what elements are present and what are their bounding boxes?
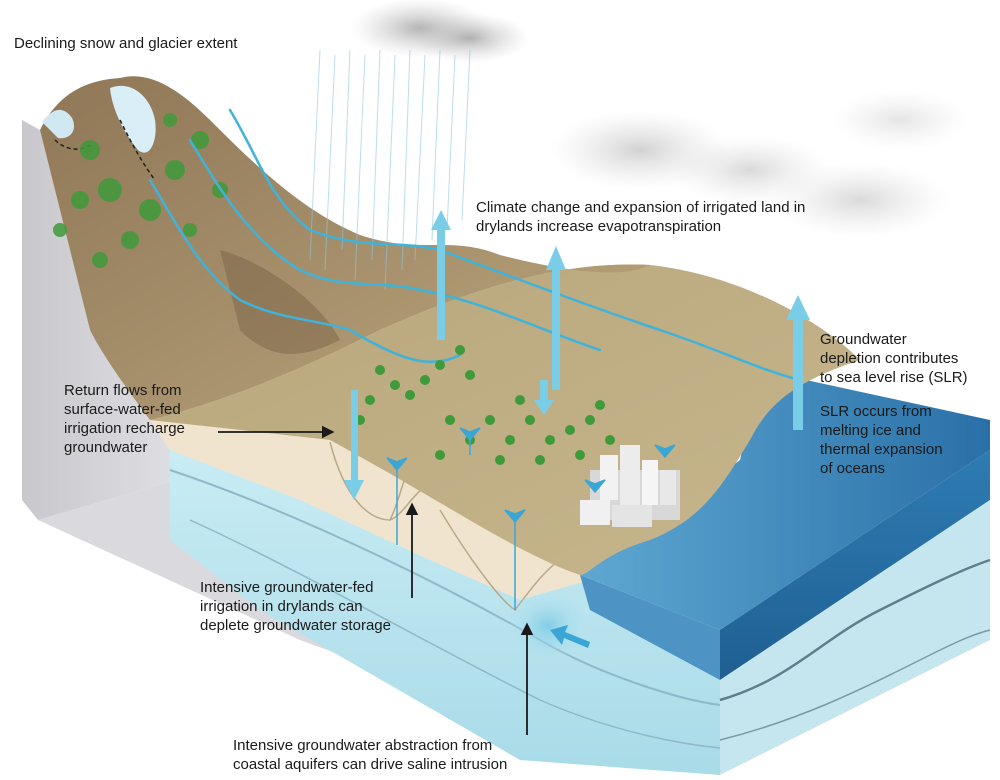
ocean-top: [580, 370, 990, 630]
label-snow-glacier: Declining snow and glacier extent: [14, 34, 237, 53]
seabed-wave-2: [719, 629, 991, 741]
label-line: groundwater: [64, 439, 148, 456]
label-gw-irrigation: Intensive groundwater-fed irrigation in d…: [200, 578, 391, 635]
mountain-vegetation: [53, 113, 228, 268]
label-line: Climate change and expansion of irrigate…: [476, 199, 806, 216]
label-line: Intensive groundwater abstraction from: [233, 737, 493, 754]
label-evapotranspiration: Climate change and expansion of irrigate…: [476, 198, 805, 236]
aquifer-block: [170, 445, 720, 775]
glacier: [42, 85, 156, 181]
aquifer-layer-line: [169, 469, 721, 706]
label-line: Intensive groundwater-fed: [200, 579, 374, 596]
sand-strip: [150, 420, 590, 600]
ocean-side: [580, 575, 720, 680]
upward-arrow: [431, 210, 810, 430]
pointer-arrows: [218, 425, 534, 735]
coastal-plain: [150, 264, 860, 575]
plain-vegetation: [355, 345, 615, 465]
ocean-front: [720, 450, 990, 680]
label-line: surface-water-fed: [64, 401, 181, 418]
label-line: Declining snow and glacier extent: [14, 35, 238, 52]
label-line: Groundwater: [820, 331, 907, 348]
mountain-shadow: [220, 250, 340, 354]
label-line: drylands increase evapotranspiration: [476, 218, 722, 235]
label-return-flows: Return flows from surface-water-fed irriga…: [64, 381, 185, 457]
label-line: Return flows from: [64, 382, 182, 399]
downward-arrow: [344, 380, 554, 500]
label-line: irrigation in drylands can: [200, 598, 363, 615]
label-gw-depletion-slr: Groundwater depletion contributes to sea l…: [820, 330, 968, 387]
label-line: to sea level rise (SLR): [820, 369, 968, 386]
aquifer-layer-line-2: [189, 519, 721, 749]
well-icon: [386, 427, 676, 610]
label-line: melting ice and: [820, 422, 921, 439]
label-line: thermal expansion: [820, 441, 943, 458]
label-saline-intrusion: Intensive groundwater abstraction from co…: [233, 736, 507, 774]
seabed-wave: [719, 558, 991, 702]
city-block-icon: [580, 445, 680, 527]
mountain-range: [40, 76, 650, 420]
rain: [309, 49, 471, 291]
label-slr-causes: SLR occurs from melting ice and thermal ex…: [820, 402, 943, 478]
saline-intrusion: [503, 586, 593, 666]
seabed-block: [720, 500, 990, 775]
label-line: deplete groundwater storage: [200, 617, 391, 634]
label-line: SLR occurs from: [820, 403, 932, 420]
cloud-icon: [350, 0, 970, 238]
rivers: [148, 108, 802, 382]
saline-arrow-icon: [550, 625, 590, 648]
label-line: coastal aquifers can drive saline intrus…: [233, 756, 508, 773]
label-line: depletion contributes: [820, 350, 959, 367]
label-line: of oceans: [820, 460, 886, 477]
label-line: irrigation recharge: [64, 420, 185, 437]
